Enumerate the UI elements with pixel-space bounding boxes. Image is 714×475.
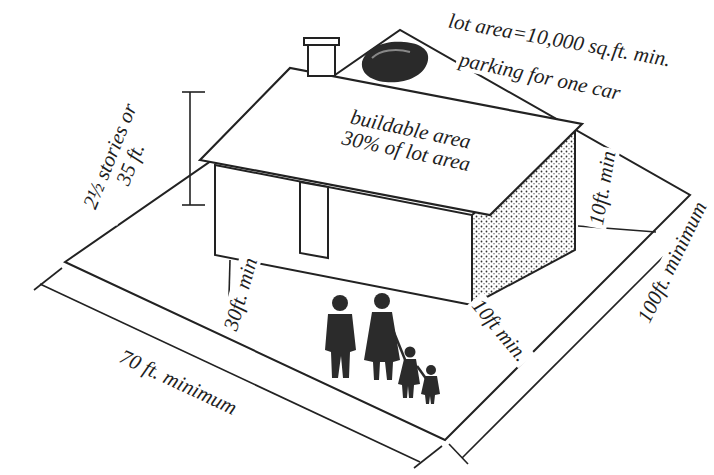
chimney-cap [304,38,339,45]
door [300,182,328,258]
family-figures [325,293,440,404]
car-window [372,50,410,58]
chimney [308,42,335,76]
height-dimension [182,92,205,205]
holding-hands [393,330,427,380]
lot-outline [65,30,690,440]
roof [200,68,582,215]
car [362,42,428,83]
dimension-label: 70 ft. minimum [113,344,242,420]
